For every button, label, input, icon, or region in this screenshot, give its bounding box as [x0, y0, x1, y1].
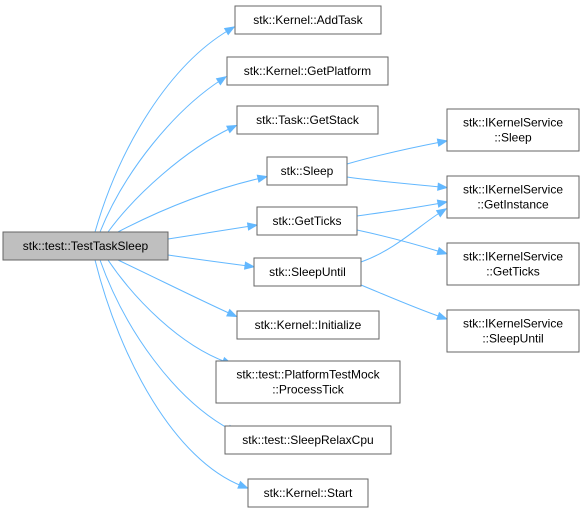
- edge-line: [94, 259, 243, 487]
- node-iks_sleep[interactable]: stk::IKernelService::Sleep: [446, 108, 580, 152]
- arrow-head-icon: [237, 480, 249, 489]
- arrow-head-icon: [215, 75, 228, 86]
- node-label: stk::Kernel::Initialize: [255, 318, 362, 332]
- edge-root-to-getplatform: [99, 75, 228, 233]
- node-label: stk::Sleep: [281, 164, 334, 178]
- node-box: [2, 231, 169, 261]
- edge-line: [99, 259, 232, 431]
- node-getstack[interactable]: stk::Task::GetStack: [236, 105, 379, 135]
- edge-line: [346, 141, 442, 165]
- arrow-head-icon: [436, 246, 449, 256]
- node-box: [446, 242, 580, 286]
- edge-root-to-processtick: [107, 259, 233, 365]
- node-label: stk::test::SleepRelaxCpu: [242, 433, 373, 447]
- edge-line: [107, 127, 232, 233]
- edge-line: [117, 177, 262, 233]
- edge-getticks-to-iks_getinstance: [356, 199, 449, 217]
- node-sleep[interactable]: stk::Sleep: [266, 156, 348, 186]
- node-processtick[interactable]: stk::test::PlatformTestMock::ProcessTick: [215, 360, 401, 404]
- node-getticks[interactable]: stk::GetTicks: [256, 206, 358, 236]
- edge-line: [107, 259, 227, 363]
- edge-line: [360, 211, 442, 263]
- node-sleeprelax[interactable]: stk::test::SleepRelaxCpu: [224, 425, 392, 455]
- node-iks_sleepuntil[interactable]: stk::IKernelService::SleepUntil: [446, 309, 580, 353]
- node-box: [236, 105, 379, 135]
- node-getplatform[interactable]: stk::Kernel::GetPlatform: [226, 56, 389, 86]
- edges-layer: [94, 26, 449, 489]
- node-label: stk::IKernelService: [463, 317, 563, 331]
- arrow-head-icon: [246, 222, 259, 231]
- node-label: stk::IKernelService: [463, 250, 563, 264]
- edge-getticks-to-iks_getticks: [356, 229, 449, 256]
- edge-line: [94, 29, 230, 233]
- arrow-head-icon: [243, 261, 256, 270]
- arrow-head-icon: [437, 182, 449, 191]
- arrow-head-icon: [436, 199, 449, 208]
- node-box: [446, 309, 580, 353]
- node-box: [253, 257, 362, 287]
- node-label: stk::test::PlatformTestMock: [236, 368, 380, 382]
- node-box: [256, 206, 358, 236]
- edge-line: [117, 259, 232, 315]
- node-box: [266, 156, 348, 186]
- node-label: stk::test::TestTaskSleep: [23, 239, 149, 253]
- node-label: stk::Kernel::GetPlatform: [244, 64, 371, 78]
- arrow-head-icon: [226, 124, 238, 134]
- node-iks_getinstance[interactable]: stk::IKernelService::GetInstance: [446, 175, 580, 219]
- edge-sleepuntil-to-iks_getinstance: [360, 208, 448, 263]
- arrow-head-icon: [223, 26, 236, 36]
- edge-root-to-getstack: [107, 124, 238, 233]
- node-label: stk::Kernel::Start: [264, 486, 353, 500]
- edge-line: [356, 229, 442, 253]
- edge-root-to-sleeprelax: [99, 259, 238, 434]
- edge-sleep-to-iks_sleep: [346, 138, 449, 165]
- edge-sleep-to-iks_getinstance: [346, 176, 449, 191]
- node-box: [226, 56, 389, 86]
- node-label: stk::Kernel::AddTask: [253, 13, 363, 27]
- node-label: stk::IKernelService: [463, 183, 563, 197]
- arrow-head-icon: [435, 208, 448, 218]
- node-box: [236, 310, 380, 340]
- edge-line: [99, 79, 222, 233]
- node-box: [446, 175, 580, 219]
- edge-root-to-sleep: [117, 174, 269, 233]
- edge-root-to-addtask: [94, 26, 236, 233]
- arrow-head-icon: [436, 138, 449, 147]
- node-label: ::GetInstance: [477, 198, 549, 212]
- node-box: [224, 425, 392, 455]
- node-box: [234, 5, 382, 35]
- edge-line: [360, 284, 442, 318]
- node-label: stk::IKernelService: [463, 116, 563, 130]
- node-label: ::Sleep: [494, 131, 532, 145]
- node-addtask[interactable]: stk::Kernel::AddTask: [234, 5, 382, 35]
- node-label: stk::Task::GetStack: [256, 113, 360, 127]
- arrow-head-icon: [226, 308, 238, 318]
- node-root[interactable]: stk::test::TestTaskSleep: [2, 231, 169, 261]
- edge-line: [167, 254, 249, 267]
- edge-root-to-initialize: [117, 259, 238, 318]
- edge-line: [356, 202, 442, 217]
- node-initialize[interactable]: stk::Kernel::Initialize: [236, 310, 380, 340]
- edge-sleepuntil-to-iks_sleepuntil: [360, 284, 448, 320]
- node-box: [446, 108, 580, 152]
- node-start[interactable]: stk::Kernel::Start: [247, 478, 369, 508]
- nodes-layer: stk::test::TestTaskSleep stk::Kernel::Add…: [2, 5, 580, 508]
- edge-root-to-sleepuntil: [167, 254, 256, 270]
- node-label: stk::GetTicks: [273, 214, 342, 228]
- arrow-head-icon: [256, 174, 269, 183]
- node-label: stk::SleepUntil: [269, 265, 346, 279]
- edge-line: [167, 225, 252, 240]
- arrow-head-icon: [436, 311, 448, 320]
- node-box: [247, 478, 369, 508]
- edge-root-to-getticks: [167, 222, 259, 240]
- node-label: ::GetTicks: [486, 265, 540, 279]
- node-label: ::SleepUntil: [482, 332, 543, 346]
- node-label: ::ProcessTick: [272, 383, 345, 397]
- edge-line: [346, 176, 442, 188]
- node-box: [215, 360, 401, 404]
- node-sleepuntil[interactable]: stk::SleepUntil: [253, 257, 362, 287]
- node-iks_getticks[interactable]: stk::IKernelService::GetTicks: [446, 242, 580, 286]
- edge-root-to-start: [94, 259, 249, 489]
